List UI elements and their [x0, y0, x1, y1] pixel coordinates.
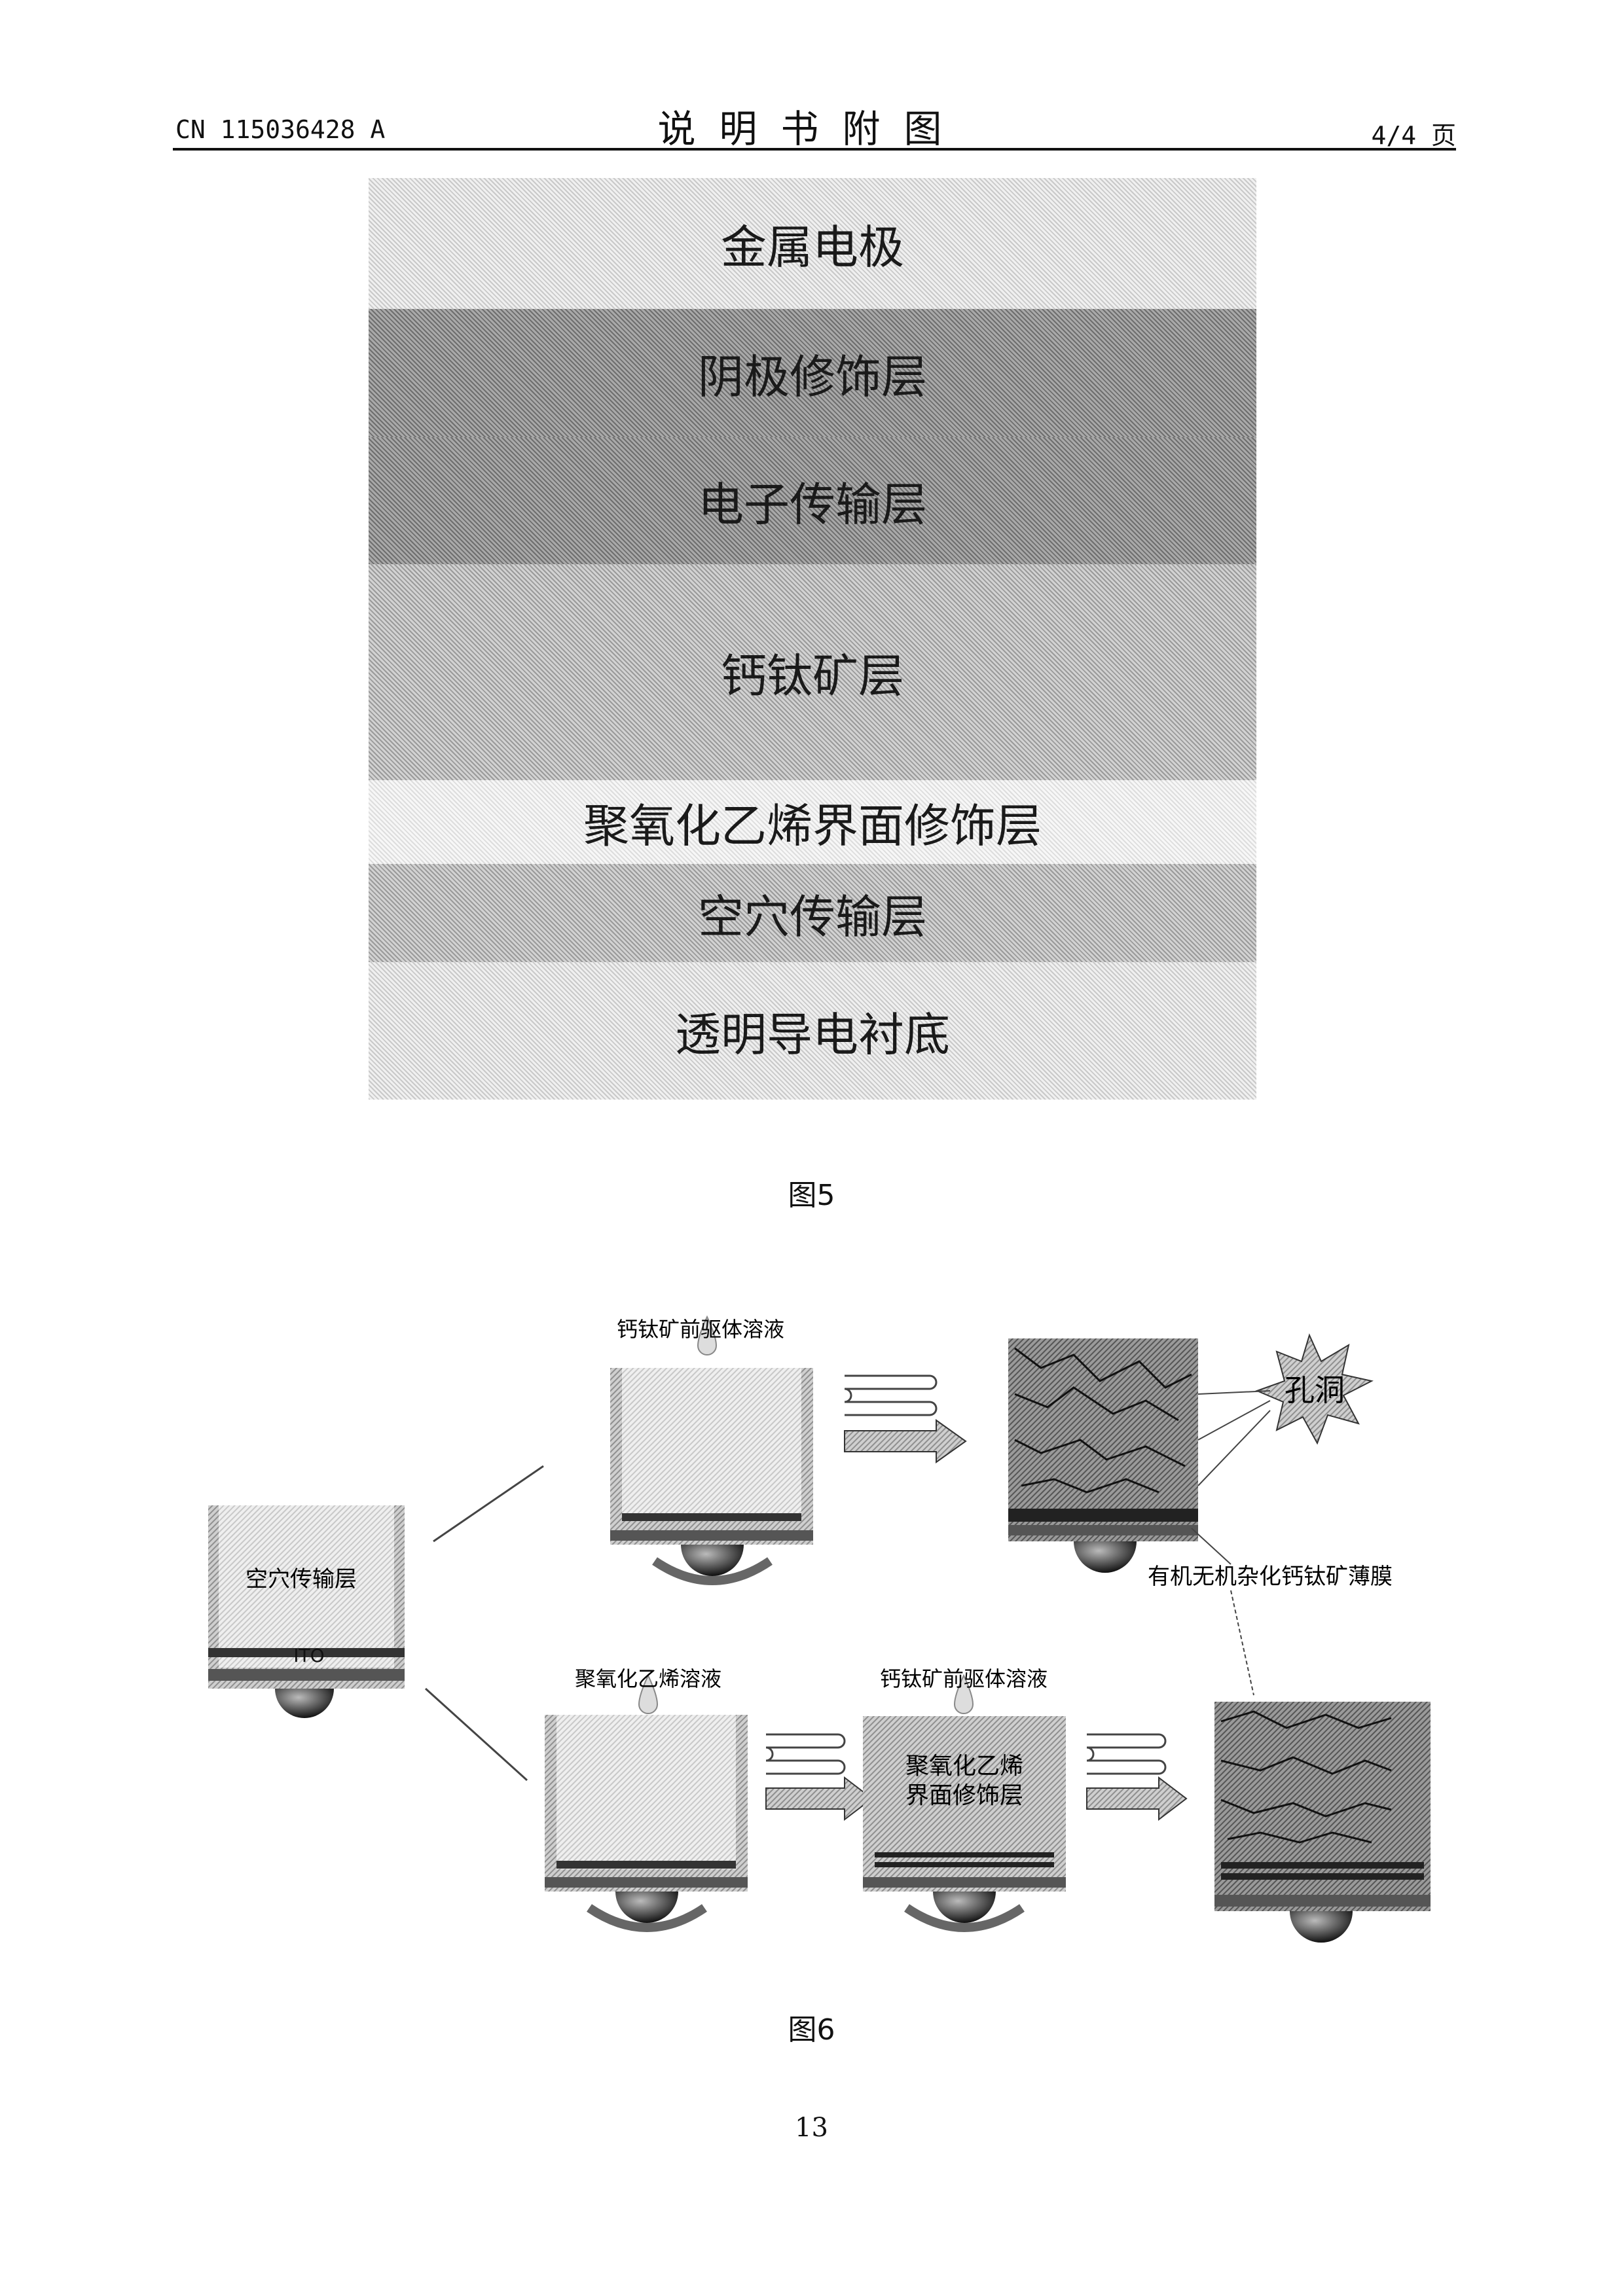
peo-drop-label: 聚氧化乙烯溶液	[575, 1666, 721, 1691]
holes-callout: 孔洞	[1197, 1333, 1374, 1486]
heat-icon	[844, 1374, 938, 1416]
layer-label: 空穴传输层	[698, 889, 927, 944]
start-substrate: 空穴传输层 ITO	[208, 1505, 405, 1718]
heat-icon	[765, 1733, 846, 1775]
perov-drop-label-2: 钙钛矿前驱体溶液	[880, 1666, 1048, 1691]
header-title: 说明书附图	[657, 107, 966, 151]
starburst-icon	[1255, 1333, 1374, 1445]
top-drop-label: 钙钛矿前驱体溶液	[617, 1317, 784, 1342]
layer-metal-electrode: 金属电极	[369, 178, 1256, 309]
rotation-arrow-icon	[587, 1904, 707, 1932]
holes-label: 孔洞	[1285, 1372, 1345, 1408]
figure6-process-diagram: 空穴传输层 ITO 钙钛矿前驱体溶液 孔洞 有机无机杂化钙钛矿薄膜	[196, 1276, 1440, 1964]
droplet-icon	[638, 1674, 659, 1714]
process-arrow-icon	[1086, 1776, 1188, 1821]
film-label: 有机无机杂化钙钛矿薄膜	[1148, 1564, 1393, 1590]
header-rule	[173, 148, 1456, 151]
film-pointer-bottom	[1230, 1590, 1254, 1696]
figure5-caption: 图5	[788, 1179, 835, 1212]
rotation-arrow-icon	[904, 1904, 1025, 1932]
process-arrow-icon	[765, 1776, 873, 1821]
layer-transparent-substrate: 透明导电衬底	[369, 962, 1256, 1100]
process-arrow-icon	[844, 1419, 967, 1463]
top-spin-substrate: 钙钛矿前驱体溶液	[610, 1315, 813, 1585]
layer-peo-interface: 聚氧化乙烯界面修饰层	[369, 780, 1256, 864]
peo-layer-substrate: 钙钛矿前驱体溶液 聚氧化乙烯 界面修饰层	[863, 1666, 1066, 1932]
peo-spin-substrate: 聚氧化乙烯溶液	[545, 1666, 748, 1932]
heat-icon	[1086, 1733, 1167, 1775]
peo-layer-label-2: 界面修饰层	[905, 1782, 1023, 1809]
layer-perovskite: 钙钛矿层	[369, 564, 1256, 780]
film-pointer-top	[1191, 1528, 1231, 1565]
layer-label: 电子传输层	[698, 477, 927, 531]
layer-label: 阴极修饰层	[698, 350, 927, 404]
droplet-icon	[697, 1315, 718, 1355]
figure5-layer-stack: 金属电极 阴极修饰层 电子传输层 钙钛矿层 聚氧化乙烯界面修饰层 空穴传输层 透…	[369, 178, 1256, 1100]
branch-arrow-down	[424, 1687, 528, 1782]
layer-electron-transport: 电子传输层	[369, 437, 1256, 564]
ito-label: ITO	[293, 1645, 324, 1666]
bottom-anneal-arrow-1	[765, 1733, 873, 1821]
layer-hole-transport: 空穴传输层	[369, 864, 1256, 962]
layer-label: 钙钛矿层	[721, 649, 904, 703]
branch-arrow-up	[433, 1465, 544, 1543]
layer-label: 透明导电衬底	[675, 1007, 950, 1062]
bottom-anneal-arrow-2	[1086, 1733, 1188, 1821]
page-number: 13	[795, 2113, 828, 2143]
droplet-icon	[953, 1674, 974, 1714]
figure6-caption: 图6	[788, 2013, 835, 2047]
porous-perovskite-film	[1008, 1338, 1198, 1573]
rotation-arrow-icon	[652, 1557, 773, 1585]
hole-transport-label: 空穴传输层	[246, 1566, 357, 1592]
layer-cathode-modification: 阴极修饰层	[369, 309, 1256, 437]
layer-label: 聚氧化乙烯界面修饰层	[583, 798, 1042, 853]
top-anneal-arrow	[844, 1374, 967, 1463]
layer-label: 金属电极	[721, 220, 904, 274]
peo-layer-label-1: 聚氧化乙烯	[905, 1753, 1023, 1780]
dense-perovskite-film	[1214, 1702, 1431, 1943]
publication-number: CN 115036428 A	[175, 115, 386, 144]
page-indicator: 4/4 页	[1371, 121, 1456, 150]
